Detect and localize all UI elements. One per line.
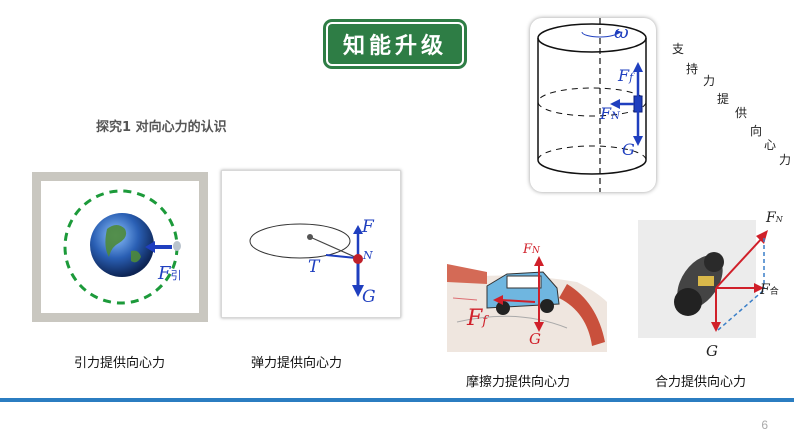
footer-rule <box>0 398 794 402</box>
elastic-panel: F N T G <box>221 170 401 318</box>
page-number: 6 <box>761 418 768 432</box>
diag-char-7: 心 <box>764 138 777 152</box>
satellite-icon <box>173 241 181 251</box>
diag-char-3: 力 <box>703 74 716 88</box>
rope <box>309 236 356 258</box>
diag-char-6: 向 <box>750 124 763 138</box>
car-ff-label: Ff <box>467 306 488 331</box>
rope-diagram <box>249 223 364 297</box>
motorcycle-icon <box>674 252 724 316</box>
caption-elastic: 弹力提供向心力 <box>251 356 343 371</box>
car-g-label: G <box>529 330 541 348</box>
rope-t-label: T <box>308 257 320 277</box>
motorcycle-diagram <box>638 220 768 338</box>
friction-panel: FN Ff G <box>447 242 607 352</box>
moto-f-label: F合 <box>760 282 779 298</box>
cyl-g-label: G <box>622 140 635 159</box>
ball-icon <box>353 254 363 264</box>
rope-f-label: F <box>362 217 374 237</box>
cylinder-diagram <box>537 18 647 192</box>
section-badge: 知能升级 <box>326 22 464 66</box>
friction-arrow <box>500 299 536 303</box>
resultant-panel: FN F合 G <box>638 210 788 362</box>
car-diagram <box>447 256 607 352</box>
diag-char-8: 力 <box>779 153 792 167</box>
moto-fn-label: FN <box>766 210 783 226</box>
diag-char-1: 支 <box>672 42 685 56</box>
cyl-fn-label: FN <box>600 104 620 123</box>
gravity-panel: F引 <box>32 172 208 322</box>
rope-n-label: N <box>363 249 373 262</box>
diag-char-5: 供 <box>735 106 748 120</box>
f-yin-label: F引 <box>158 263 182 284</box>
cylinder-panel: ω Ff FN G <box>530 18 656 192</box>
caption-gravity: 引力提供向心力 <box>74 356 166 371</box>
moto-g-label: G <box>706 342 718 360</box>
rope-g-label: G <box>362 287 376 307</box>
diag-char-4: 提 <box>717 92 730 106</box>
diag-char-2: 持 <box>686 62 699 76</box>
caption-friction: 摩擦力提供向心力 <box>466 375 571 390</box>
omega-label: ω <box>614 22 629 43</box>
earth-icon <box>90 213 154 277</box>
orbit-diagram <box>63 189 181 305</box>
car-fn-label: FN <box>523 242 540 257</box>
caption-resultant: 合力提供向心力 <box>655 375 747 390</box>
cyl-ff-label: Ff <box>618 66 634 85</box>
section-title: 探究1 对向心力的认识 <box>96 120 227 135</box>
tension-arrow <box>325 254 357 259</box>
